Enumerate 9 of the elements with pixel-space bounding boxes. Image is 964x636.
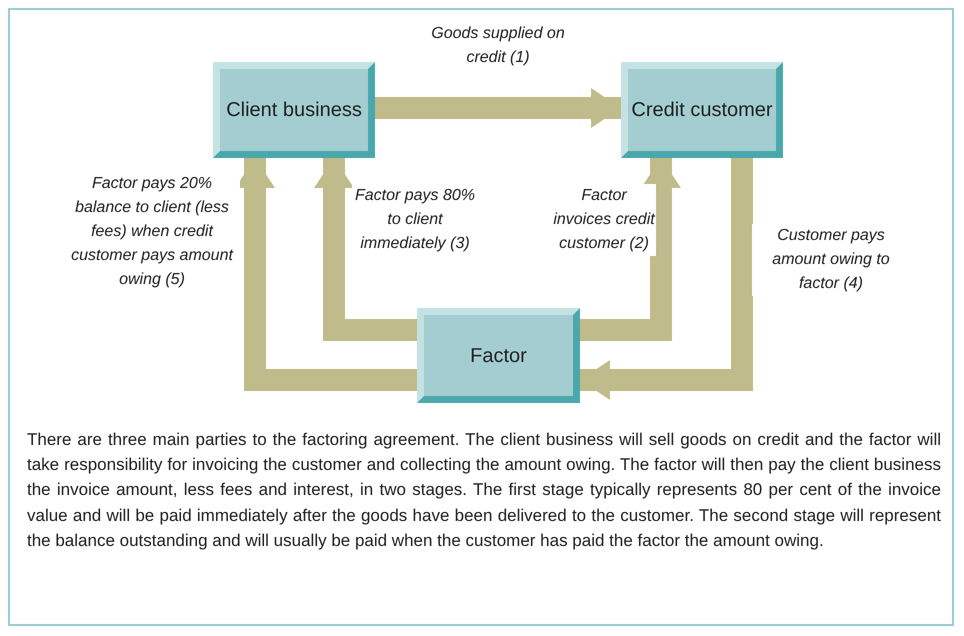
flow-arrow bbox=[580, 158, 753, 400]
party-box: Factor bbox=[417, 308, 580, 403]
edge-label: Factor invoices credit customer (2) bbox=[552, 184, 656, 256]
flow-arrow bbox=[580, 158, 681, 341]
flow-arrow bbox=[314, 158, 417, 341]
party-box: Client business bbox=[213, 62, 375, 158]
party-box: Credit customer bbox=[621, 62, 783, 158]
flow-arrow bbox=[375, 88, 621, 128]
caption-text: There are three main parties to the factoring agreement. The client business will sell goods on credit and the factor will take responsibility for invoicing the customer and collecting the amount owing. The factor will then pay the client business the invoice amount, less fees and interest, in two stages. The first stage typically represents 80 per cent of the invoice value and will be paid immediately after the goods have been delivered to the customer. The second stage will represent the balance outstanding and will usually be paid when the customer has paid the factor the amount owing. bbox=[27, 429, 941, 552]
